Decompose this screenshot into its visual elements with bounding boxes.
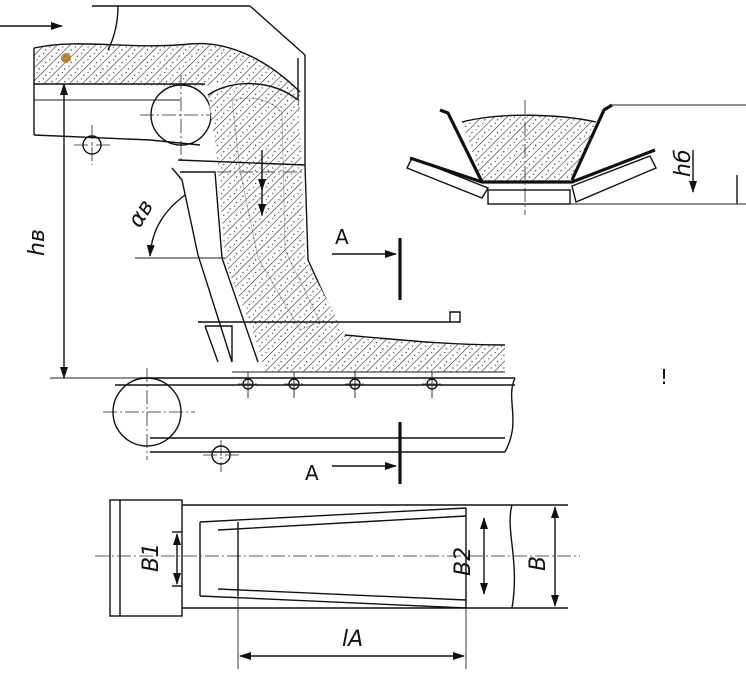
trough-idlers	[406, 155, 657, 205]
skirt-plan-view: B1 B2 B lA	[95, 499, 580, 669]
section-label-lower: A	[305, 461, 319, 485]
lower-conveyor	[103, 368, 516, 472]
hb-label: hб	[671, 149, 696, 177]
chute-angle: αв	[123, 194, 225, 259]
alpha-v-label: αв	[123, 196, 159, 233]
section-mark-lower: A	[305, 422, 402, 485]
la-label: lA	[342, 627, 363, 652]
transfer-chute	[92, 5, 506, 373]
b2-label: B2	[451, 547, 476, 576]
stray-mark: !	[660, 365, 668, 389]
section-label-upper: A	[335, 225, 349, 249]
b1-label: B1	[139, 543, 164, 572]
hv-label: hв	[25, 229, 50, 256]
pulley-plan	[109, 499, 183, 617]
section-mark-upper: A	[332, 225, 402, 300]
belt-cross-section: hб !	[406, 100, 746, 389]
cross-section-material	[462, 115, 596, 182]
material-stream	[208, 83, 505, 372]
upper-belt-material	[34, 43, 300, 110]
ore-spot	[61, 53, 71, 63]
b-label: B	[526, 556, 551, 571]
carrying-idlers	[238, 372, 442, 398]
